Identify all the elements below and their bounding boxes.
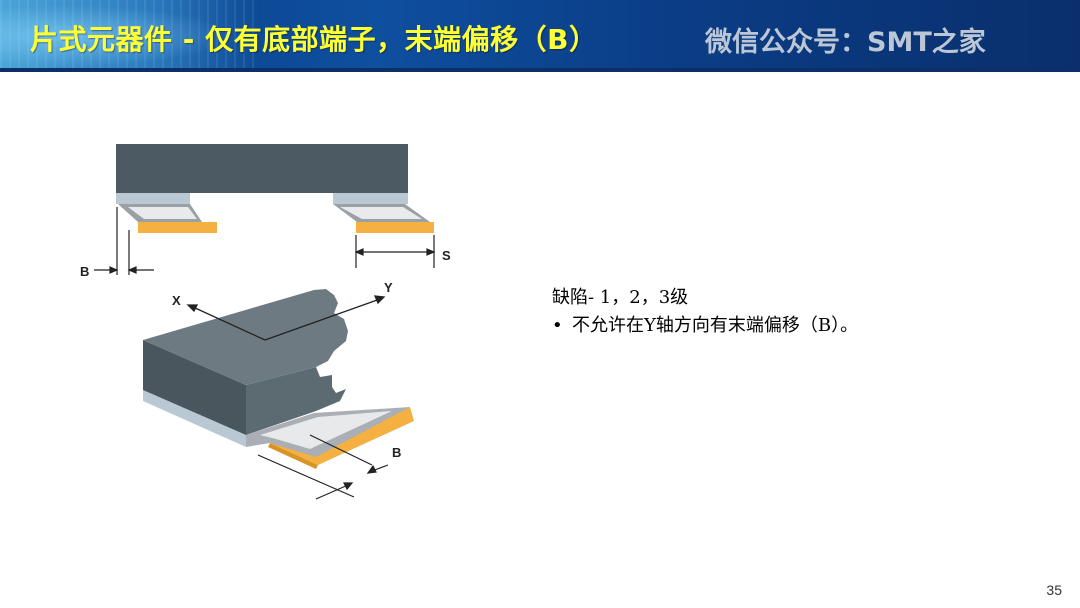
- b-label-top: B: [80, 264, 89, 279]
- banner-strip: [0, 68, 1080, 72]
- wechat-watermark: 微信公众号：SMT之家: [705, 27, 986, 58]
- chip-body-side: [116, 144, 408, 193]
- solder-fillet-3d-highlight: [260, 411, 392, 449]
- slide-title: 片式元器件 - 仅有底部端子，末端偏移（B）: [30, 23, 598, 56]
- xy-axes: [186, 295, 386, 341]
- left-land-pad: [138, 222, 217, 233]
- right-fillet-highlight: [340, 207, 422, 219]
- right-land-pad: [356, 222, 434, 233]
- terminal-band-3d: [143, 390, 246, 447]
- chip-offset-diagram: B S X Y B: [80, 144, 451, 500]
- b-dimension-bottom: [257, 434, 389, 500]
- s-dimension: [354, 235, 436, 268]
- defect-description: 缺陷- 1，2，3级 • 不允许在Y轴方向有末端偏移（B）。: [552, 284, 858, 340]
- defect-heading: 缺陷- 1，2，3级: [552, 287, 689, 308]
- left-terminal-band: [116, 193, 190, 204]
- chip-body-top-3d: [143, 289, 348, 385]
- x-axis-label: X: [172, 293, 181, 308]
- header-banner: 片式元器件 - 仅有底部端子，末端偏移（B） 微信公众号：SMT之家: [0, 0, 1080, 72]
- s-label: S: [442, 248, 451, 263]
- right-terminal-band: [333, 193, 408, 204]
- chip-body-right-3d: [246, 367, 346, 435]
- left-fillet-highlight: [128, 207, 197, 219]
- land-pad-edge: [268, 443, 318, 469]
- b-label-bottom: B: [392, 445, 401, 460]
- banner-decoration: [0, 0, 260, 72]
- bullet-marker: •: [552, 315, 563, 336]
- page-number: 35: [1046, 582, 1062, 598]
- bullet-item: • 不允许在Y轴方向有末端偏移（B）。: [552, 312, 858, 340]
- y-axis-label: Y: [384, 280, 393, 295]
- chip-body-front-3d: [143, 340, 246, 435]
- b-dimension-top: [94, 207, 154, 275]
- bullet-text: 不允许在Y轴方向有末端偏移（B）。: [572, 315, 859, 336]
